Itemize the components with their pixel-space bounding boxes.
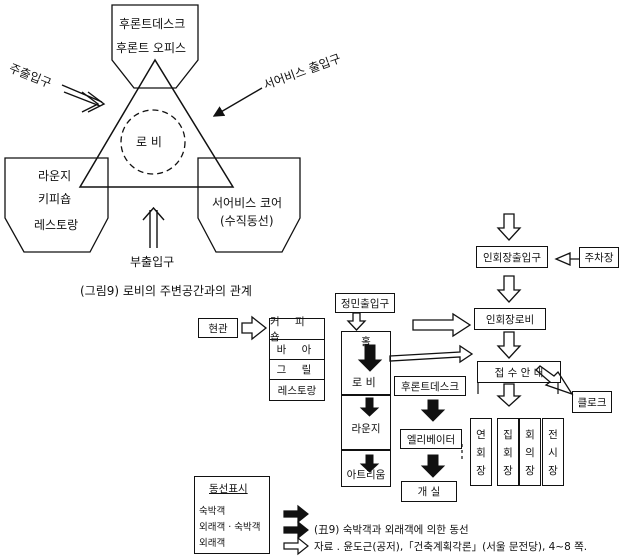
vertical-circulation-label: (수직동선) [220,214,274,228]
reception-box: 접 수 안 내 [477,361,561,383]
lobby-circle [120,109,186,175]
hollow-arrows [241,213,580,407]
source-caption: 자료 . 윤도근(공저),「건축계획각론」(서울 문전당), 4~8 쪽. [314,541,588,553]
main-entrance-arrow [61,84,106,113]
lobby-triangle [78,58,235,188]
lounge-block [4,157,109,253]
service-entrance-arrow [212,87,263,117]
lounge-box: 라운지 [341,395,391,450]
legend-box: 동선표시 숙박객 외래객 · 숙박객 외래객 [194,476,270,554]
atrium-label: 아트리움 [346,469,386,481]
front-office-label: 후론트 오피스 [116,41,187,55]
lounge-label-fig10: 라운지 [351,423,381,435]
sub-entrance-label: 부출입구 [130,255,175,269]
hyeongwan-box: 현관 [198,318,238,338]
sub-entrance-arrow [142,206,165,248]
hall-label: 홀 [361,336,371,348]
legend-title: 동선표시 [209,483,248,495]
front-desk-label: 후론트데스크 [119,17,186,31]
elevator-box: 엘리베이터 [400,429,462,449]
restaurant-label: 레스토랑 [34,218,79,232]
solid-arrows [357,344,446,478]
legend-row-both: 외래객 · 숙박객 [199,522,261,533]
conf-entrance-box: 인회장출입구 [476,246,548,268]
main-entrance-box: 정민출입구 [335,293,395,313]
grill-cell: 그 릴 [269,359,325,380]
bar-cell: 바 아 [269,339,325,360]
hall-box: 홀 [341,331,391,395]
front-office-block [111,4,199,89]
legend-arrows [283,504,309,556]
fig9-caption: (그림9) 로비의 주변공간과의 관계 [80,284,252,298]
legend-row-guest: 숙박객 [199,506,226,517]
parking-box: 주차장 [579,247,619,268]
reception-links [477,382,559,394]
fig10-caption: (丑9) 숙박객과 외래객에 의한 동선 [314,524,469,536]
atrium-box: 아트리움 [341,450,391,487]
restaurant-cell: 레스토랑 [269,379,325,401]
lobby-label-fig10: 로 비 [352,376,376,389]
lobby-label: 로 비 [136,135,162,149]
service-core-label: 서어비스 코어 [212,196,283,210]
guest-room-box: 개 실 [401,481,457,502]
coffee-shop-cell: 커 피 숍 [269,316,325,343]
front-desk-box: 후론트데스크 [394,376,466,396]
cloak-box: 클로크 [572,391,612,413]
lounge-label: 라운지 [38,169,72,183]
conf-lobby-box: 인회장로비 [474,308,546,330]
legend-row-visitor: 외래객 [199,538,226,549]
coffee-shop-label: 키피숍 [38,192,72,206]
service-core-block [197,157,301,253]
